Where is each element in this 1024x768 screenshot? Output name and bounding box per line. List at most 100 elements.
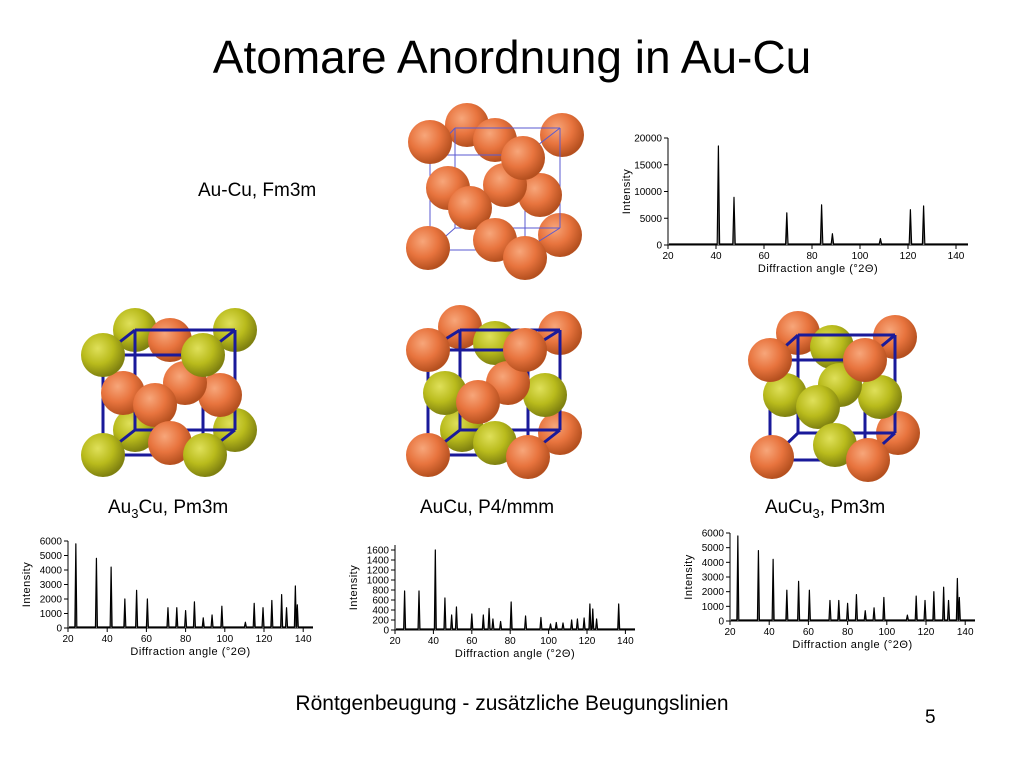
label-subscript: 3: [131, 505, 139, 521]
x-tick-label: 100: [216, 634, 233, 645]
atom-copper: [198, 373, 242, 417]
x-tick-label: 40: [710, 251, 722, 262]
x-tick-label: 100: [878, 627, 895, 638]
atom-gold: [181, 333, 225, 377]
label-text: , Pm3m: [819, 497, 886, 518]
atom-copper: [748, 338, 792, 382]
diffraction-pattern-line: [396, 549, 635, 630]
crystal-structure-au3cu: [81, 308, 257, 477]
atom-copper: [538, 411, 582, 455]
atom-gold: [813, 423, 857, 467]
slide-title: Atomare Anordnung in Au-Cu: [212, 31, 812, 83]
y-tick-label: 800: [372, 586, 389, 597]
y-tick-label: 5000: [702, 543, 725, 554]
atom-copper: [133, 383, 177, 427]
y-axis-title: Intensity: [621, 169, 633, 214]
atom-gold: [858, 375, 902, 419]
y-tick-label: 3000: [40, 580, 63, 591]
y-tick-label: 1600: [367, 546, 390, 557]
atom-copper: [148, 421, 192, 465]
x-axis-title: Diffraction angle (°2Θ): [455, 648, 575, 660]
x-tick-label: 60: [141, 634, 153, 645]
x-tick-label: 60: [758, 251, 770, 262]
label-text: AuCu: [765, 497, 813, 518]
atom-gold: [183, 433, 227, 477]
structure-label-fcc: Au-Cu, Fm3m: [198, 180, 316, 202]
x-tick-label: 100: [540, 636, 557, 647]
x-tick-label: 40: [764, 627, 776, 638]
y-tick-label: 1000: [367, 576, 390, 587]
x-tick-label: 20: [662, 251, 674, 262]
atom-copper: [518, 173, 562, 217]
label-text: Au-Cu, Fm3m: [198, 180, 317, 201]
y-axis-title: Intensity: [348, 565, 360, 610]
y-tick-label: 4000: [702, 558, 725, 569]
label-text: Au: [108, 497, 132, 518]
x-tick-label: 100: [852, 251, 869, 262]
x-tick-label: 80: [806, 251, 818, 262]
y-tick-label: 0: [656, 241, 662, 252]
structure-label-au3cu: Au3Cu, Pm3m: [108, 497, 228, 521]
x-tick-label: 60: [803, 627, 815, 638]
y-tick-label: 6000: [702, 529, 725, 540]
y-tick-label: 1000: [40, 609, 63, 620]
x-tick-label: 20: [389, 636, 401, 647]
diffraction-pattern-line: [669, 145, 968, 245]
atom-copper: [540, 113, 584, 157]
y-tick-label: 4000: [40, 566, 63, 577]
atom-copper: [503, 236, 547, 280]
x-tick-label: 80: [505, 636, 517, 647]
atom-copper: [406, 328, 450, 372]
y-tick-label: 3000: [702, 573, 725, 584]
y-tick-label: 5000: [640, 214, 663, 225]
x-tick-label: 140: [948, 251, 965, 262]
y-tick-label: 200: [372, 616, 389, 627]
atom-copper: [876, 411, 920, 455]
atom-copper: [406, 433, 450, 477]
y-tick-label: 5000: [40, 551, 63, 562]
crystal-structure-aucu3: [748, 311, 920, 482]
x-tick-label: 120: [579, 636, 596, 647]
atom-gold: [473, 421, 517, 465]
y-tick-label: 0: [56, 624, 62, 635]
x-tick-label: 140: [295, 634, 312, 645]
atom-copper: [843, 338, 887, 382]
x-axis-title: Diffraction angle (°2Θ): [792, 639, 912, 651]
atom-copper: [506, 435, 550, 479]
atom-copper: [408, 120, 452, 164]
axis-line: [67, 541, 313, 629]
atom-copper: [750, 435, 794, 479]
atom-gold: [763, 373, 807, 417]
x-tick-label: 60: [466, 636, 478, 647]
diffraction-pattern-line: [69, 543, 313, 628]
y-tick-label: 2000: [702, 587, 725, 598]
label-subscript: 3: [812, 505, 820, 521]
atom-copper: [448, 186, 492, 230]
x-tick-label: 40: [428, 636, 440, 647]
x-tick-label: 140: [957, 627, 974, 638]
y-tick-label: 1400: [367, 556, 390, 567]
atom-copper: [503, 328, 547, 372]
y-tick-label: 6000: [40, 537, 63, 548]
x-tick-label: 40: [102, 634, 114, 645]
y-tick-label: 15000: [634, 160, 662, 171]
structure-label-aucu3: AuCu3, Pm3m: [765, 497, 885, 521]
x-axis-title: Diffraction angle (°2Θ): [758, 263, 878, 275]
x-tick-label: 80: [842, 627, 854, 638]
y-tick-label: 10000: [634, 187, 662, 198]
y-tick-label: 1200: [367, 566, 390, 577]
x-tick-label: 20: [724, 627, 736, 638]
x-tick-label: 20: [62, 634, 74, 645]
x-tick-label: 80: [180, 634, 192, 645]
atom-gold: [796, 385, 840, 429]
x-tick-label: 120: [900, 251, 917, 262]
axis-line: [729, 533, 975, 622]
atom-copper: [538, 213, 582, 257]
y-tick-label: 400: [372, 606, 389, 617]
y-axis-title: Intensity: [21, 562, 33, 607]
atom-gold: [423, 371, 467, 415]
